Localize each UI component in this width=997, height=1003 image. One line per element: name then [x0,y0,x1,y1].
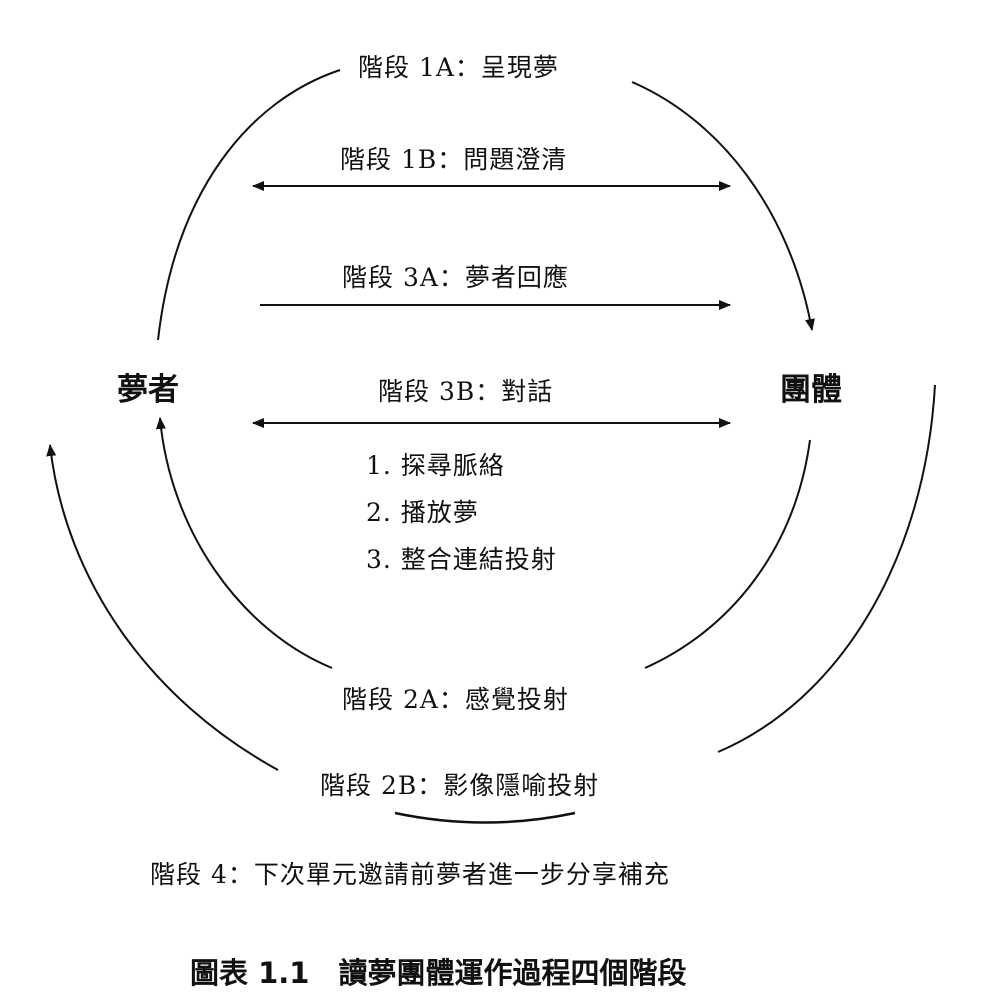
arc-stage-1a-left [157,69,341,341]
arc-stage-2b-left [46,444,279,771]
dialogue-step-1: 1. 探尋脈絡 [366,451,505,480]
dialogue-step-2: 2. 播放夢 [366,498,479,527]
arc-stage-2b-right [717,384,936,753]
label-stage-3b: 階段 3B：對話 [378,377,554,406]
arc-stage-2a-left [156,417,333,669]
arc-stage-2a-right [644,439,811,669]
label-stage-1a: 階段 1A：呈現夢 [358,53,559,82]
arc-stage-1a-right [631,81,815,331]
label-stage-1b: 階段 1B：問題澄清 [340,145,568,174]
arc-stage-4 [394,811,576,824]
label-stage-3a: 階段 3A：夢者回應 [342,263,569,292]
node-group: 團體 [780,372,842,408]
label-stage-4: 階段 4：下次單元邀請前夢者進一步分享補充 [150,860,670,889]
label-stage-2b: 階段 2B：影像隱喻投射 [320,771,600,800]
figure-caption: 圖表 1.1 讀夢團體運作過程四個階段 [190,956,687,990]
dialogue-step-3: 3. 整合連結投射 [366,545,557,574]
label-stage-2a: 階段 2A：感覺投射 [342,685,569,714]
node-dreamer: 夢者 [117,372,179,408]
